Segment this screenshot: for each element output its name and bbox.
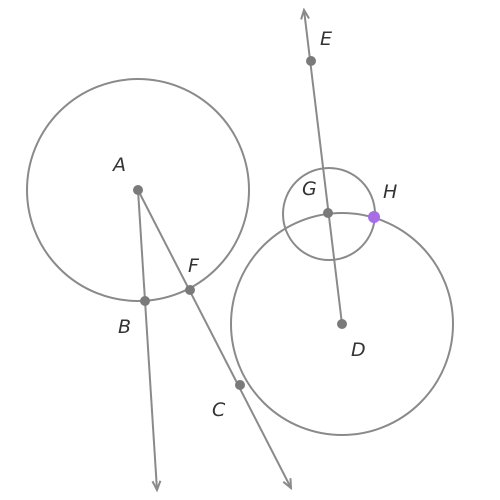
- label-e: E: [320, 28, 332, 50]
- label-b: B: [118, 316, 131, 338]
- label-c: C: [212, 399, 226, 421]
- label-a: A: [111, 154, 126, 176]
- label-g: G: [302, 178, 317, 200]
- point-e[interactable]: [306, 56, 316, 66]
- label-d: D: [351, 339, 366, 361]
- ray-ac[interactable]: [137, 189, 291, 488]
- point-a[interactable]: [133, 185, 143, 195]
- point-h[interactable]: [368, 211, 380, 223]
- point-f[interactable]: [185, 285, 195, 295]
- circle-d[interactable]: [230, 212, 454, 436]
- point-d[interactable]: [337, 319, 347, 329]
- circle-a[interactable]: [26, 78, 250, 302]
- point-c[interactable]: [235, 380, 245, 390]
- point-g[interactable]: [323, 208, 333, 218]
- point-b[interactable]: [140, 296, 150, 306]
- label-f: F: [188, 255, 200, 277]
- label-h: H: [383, 181, 397, 203]
- ray-ab[interactable]: [137, 189, 157, 490]
